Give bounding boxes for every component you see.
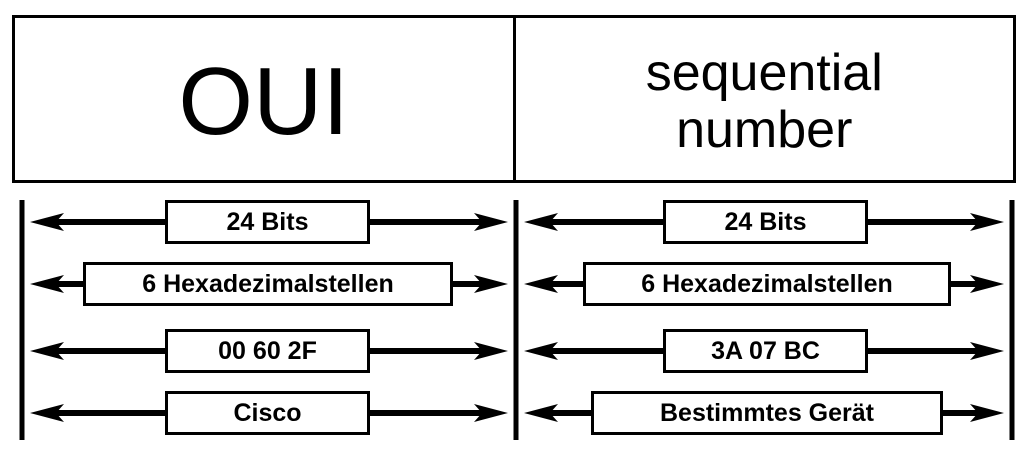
oui-arrowhead-right-icon <box>474 342 508 360</box>
sequential-bits-label: 24 Bits <box>663 200 868 244</box>
mac-address-header: OUI sequential number <box>12 15 1016 183</box>
sequential-arrowhead-left-icon <box>524 275 558 293</box>
sequential-arrowhead-right-icon <box>970 342 1004 360</box>
sequential-arrowhead-left-icon <box>524 213 558 231</box>
sequential-arrowhead-left-icon <box>524 342 558 360</box>
sequential-number-label: sequential number <box>645 43 883 159</box>
oui-arrowhead-left-icon <box>30 275 64 293</box>
sequential-arrowhead-right-icon <box>970 404 1004 422</box>
oui-bits-label: 24 Bits <box>165 200 370 244</box>
oui-arrowhead-left-icon <box>30 404 64 422</box>
sequential-arrowhead-left-icon <box>524 404 558 422</box>
sequential-device-label: Bestimmtes Gerät <box>591 391 943 435</box>
separator-ticks <box>19 200 1015 440</box>
oui-label: OUI <box>178 48 350 155</box>
oui-arrowhead-right-icon <box>474 213 508 231</box>
sequential-arrowhead-right-icon <box>970 275 1004 293</box>
oui-hex-value-label: 00 60 2F <box>165 329 370 373</box>
sequential-hex-digits-label: 6 Hexadezimalstellen <box>583 262 951 306</box>
sequential-arrowhead-right-icon <box>970 213 1004 231</box>
sequential-number-cell: sequential number <box>516 18 1014 180</box>
oui-arrowhead-right-icon <box>474 404 508 422</box>
oui-arrowhead-left-icon <box>30 213 64 231</box>
sequential-hex-value-label: 3A 07 BC <box>663 329 868 373</box>
oui-hex-digits-label: 6 Hexadezimalstellen <box>83 262 453 306</box>
oui-cell: OUI <box>15 18 516 180</box>
oui-arrowhead-right-icon <box>474 275 508 293</box>
oui-arrowhead-left-icon <box>30 342 64 360</box>
oui-vendor-label: Cisco <box>165 391 370 435</box>
